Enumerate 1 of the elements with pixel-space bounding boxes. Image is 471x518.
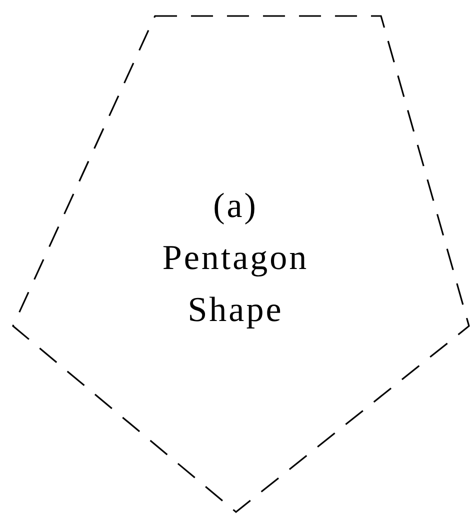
shape-label: (a) Pentagon Shape [161,185,310,331]
